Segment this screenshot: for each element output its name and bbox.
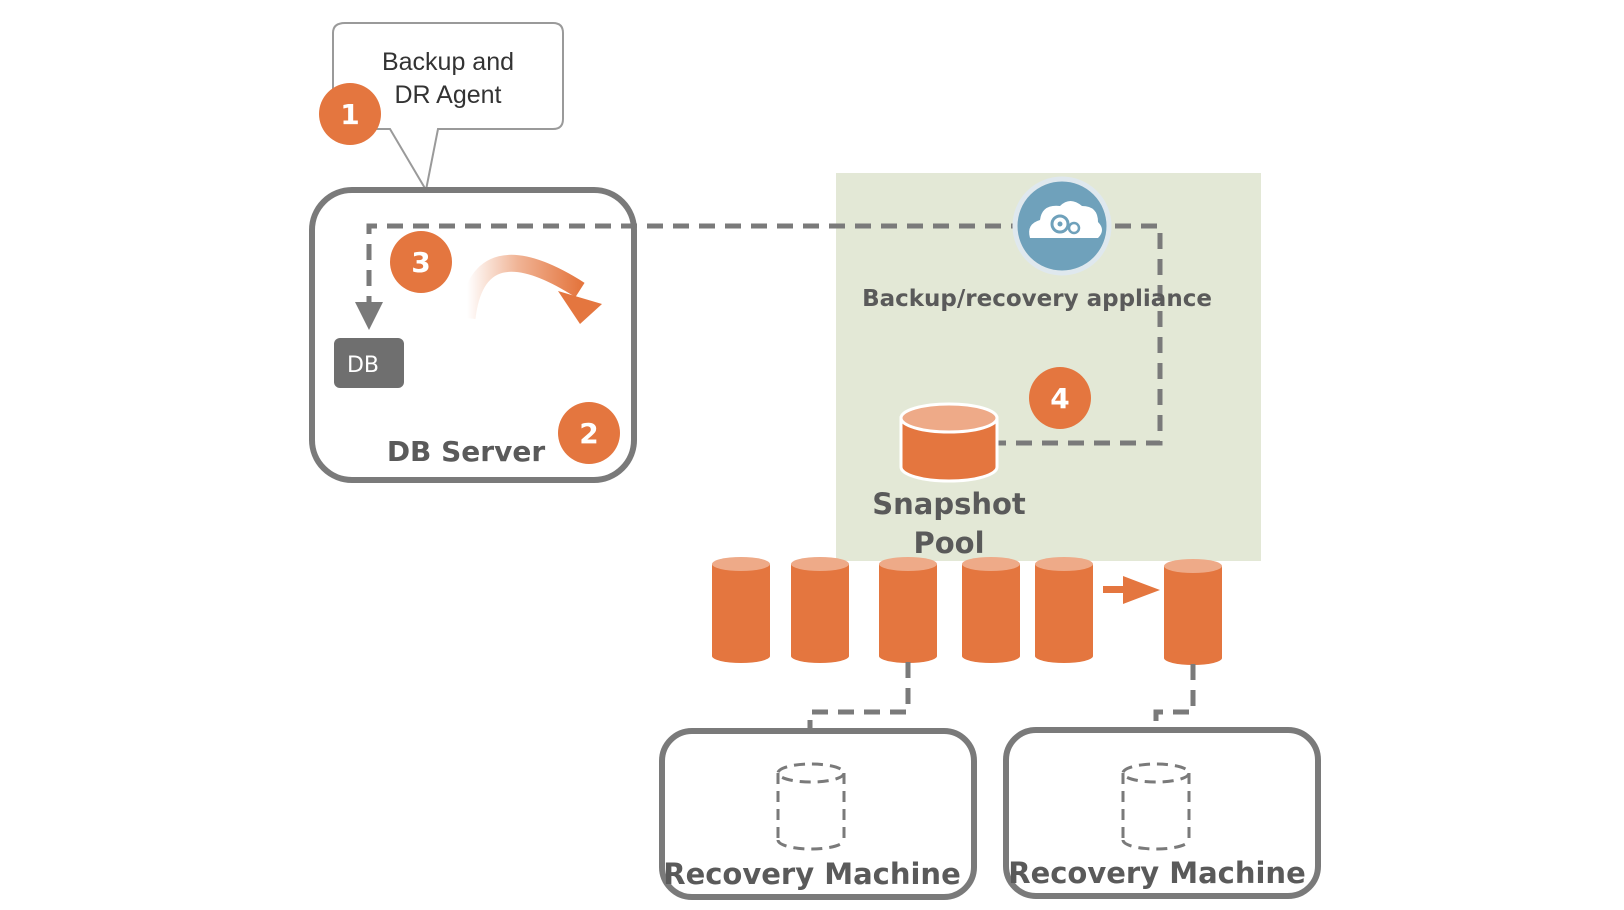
step-badge-3: 3: [390, 231, 452, 293]
recovery-machine-label: Recovery Machine: [663, 857, 961, 891]
callout-text-line1: Backup and: [382, 48, 514, 76]
snapshot-cylinder: [879, 557, 937, 663]
snapshot-pool-cylinder: [899, 402, 999, 483]
snapshot-cylinders: [712, 557, 1222, 665]
snapshot-pool-label-line2: Pool: [913, 526, 984, 560]
svg-text:4: 4: [1050, 382, 1069, 415]
snapshot-cylinder: [962, 557, 1020, 663]
step-badge-1: 1: [319, 83, 381, 145]
empty-cylinder-icon: [1121, 762, 1191, 851]
svg-text:3: 3: [411, 246, 430, 279]
agent-callout: Backup and DR Agent: [332, 22, 564, 193]
snapshot-cylinder: [1164, 559, 1222, 665]
callout-text-line2: DR Agent: [394, 81, 501, 109]
arrow-down-to-db-icon: [355, 302, 383, 330]
db-label: DB: [347, 353, 379, 378]
db-server-label: DB Server: [387, 435, 546, 468]
recovery-machine-box: Recovery Machine: [659, 728, 977, 900]
svg-text:2: 2: [579, 417, 598, 450]
step-badge-2: 2: [558, 402, 620, 464]
snapshot-cylinder: [1035, 557, 1093, 663]
snapshot-cylinder: [791, 557, 849, 663]
restore-path-2: [1153, 664, 1196, 742]
empty-cylinder-icon: [776, 762, 846, 851]
restore-path-1: [807, 662, 911, 742]
backup-flow-path: [366, 223, 1163, 446]
curved-arrow-icon: [458, 254, 602, 324]
recovery-machine-box: Recovery Machine: [1003, 727, 1321, 899]
cloud-gear-icon: [1012, 176, 1112, 276]
recovery-machine-label: Recovery Machine: [1008, 856, 1306, 890]
db-block: DB: [334, 338, 404, 388]
snapshot-cylinder: [712, 557, 770, 663]
snapshot-pool-label-line1: Snapshot: [872, 487, 1026, 521]
svg-text:1: 1: [340, 98, 359, 131]
arrow-right-icon: [1103, 576, 1160, 604]
appliance-label: Backup/recovery appliance: [862, 286, 1212, 312]
step-badge-4: 4: [1029, 367, 1091, 429]
